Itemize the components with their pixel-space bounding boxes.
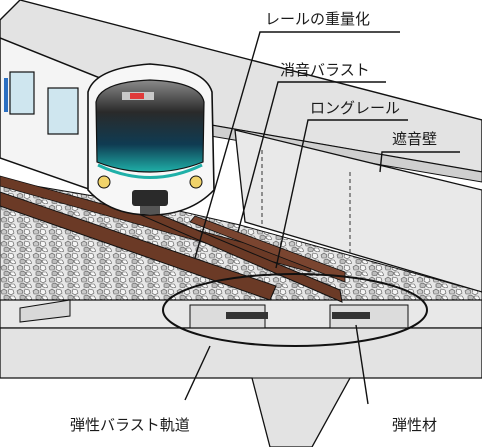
leader-elastic-material	[355, 324, 369, 405]
label-elastic-track: 弾性バラスト軌道	[70, 416, 190, 434]
leader-lines	[184, 31, 460, 405]
train-headlight-right	[189, 175, 203, 189]
elastic-pad-right	[332, 312, 370, 319]
leader-sound-ballast	[237, 81, 386, 233]
train-side-window	[47, 87, 79, 135]
label-long-rail: ロングレール	[310, 99, 401, 117]
leader-sound-wall	[379, 151, 460, 173]
train-headlight-left	[97, 175, 111, 189]
elastic-pad-left	[226, 312, 268, 319]
leader-long-rail	[275, 119, 408, 269]
label-sound-wall: 遮音壁	[392, 130, 438, 148]
leader-elastic-track	[184, 345, 211, 401]
rail-track	[0, 175, 346, 303]
label-elastic-material: 弾性材	[392, 416, 438, 434]
label-heavy-rail: レールの重量化	[265, 10, 371, 28]
leader-heavy-rail	[194, 31, 400, 259]
highlight-ellipse	[162, 273, 428, 347]
commuter-train	[0, 37, 215, 216]
label-sound-ballast: 消音バラスト	[280, 61, 370, 79]
track-slab	[0, 299, 482, 330]
train-door-window	[9, 71, 35, 115]
train-front-glass	[95, 79, 205, 173]
